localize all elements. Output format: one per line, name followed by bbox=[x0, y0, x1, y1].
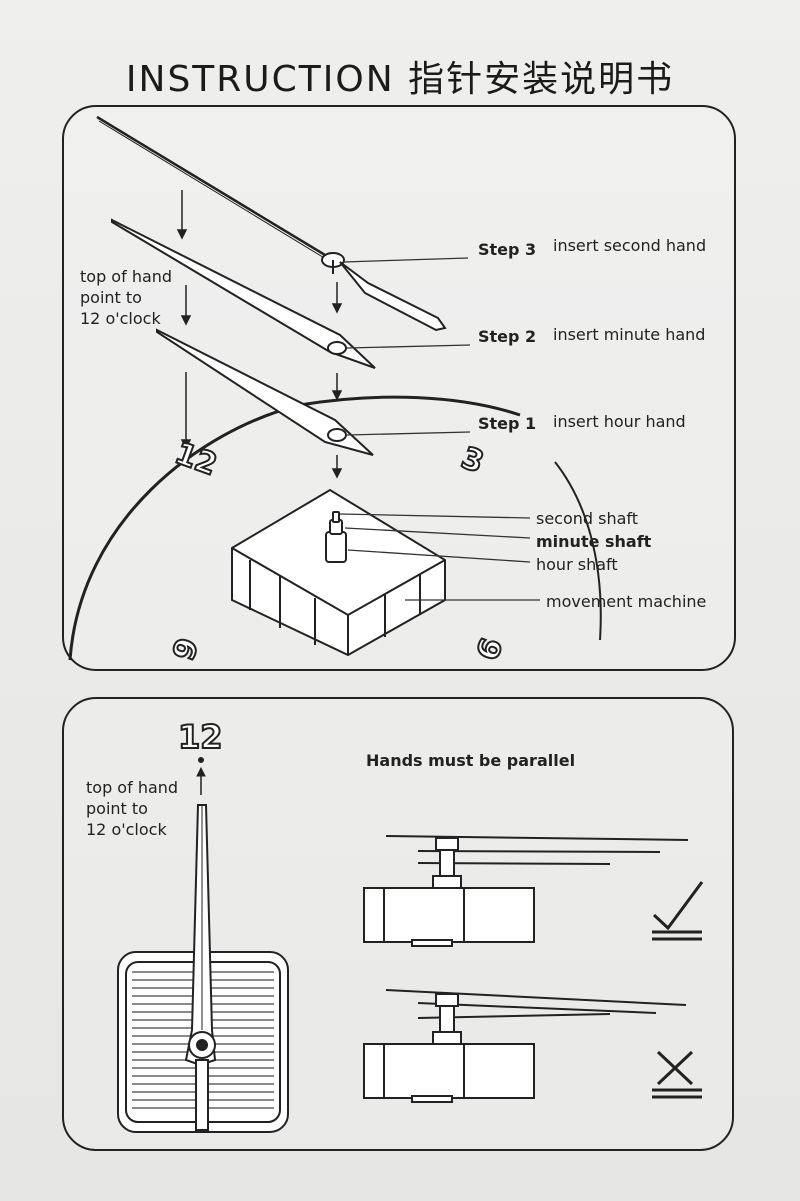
hour-hand-illustration bbox=[156, 328, 374, 456]
movement-machine-label: movement machine bbox=[546, 592, 707, 611]
hand-position-note: top of hand point to 12 o'clock bbox=[80, 266, 172, 329]
parallel-note: Hands must be parallel bbox=[366, 751, 576, 770]
aligned-hands bbox=[184, 804, 217, 1131]
minute-hand-illustration bbox=[111, 218, 376, 369]
step-1-text: insert hour hand bbox=[553, 412, 686, 431]
step-3-label: Step 3 bbox=[478, 240, 537, 259]
second-hand-illustration bbox=[96, 115, 447, 332]
wrong-side-view bbox=[363, 989, 687, 1103]
cross-mark-icon bbox=[652, 1050, 702, 1099]
hand-note-line: top of hand bbox=[86, 778, 179, 797]
shaft-leader-lines bbox=[339, 513, 540, 601]
hand-note-line: point to bbox=[80, 288, 142, 307]
step-leader-lines bbox=[342, 257, 471, 436]
hand-note-line: 12 o'clock bbox=[86, 820, 167, 839]
clock-dial-outline-right bbox=[554, 461, 602, 641]
step-3-text: insert second hand bbox=[553, 236, 707, 255]
hand-position-note-2: top of hand point to 12 o'clock bbox=[86, 777, 178, 840]
minute-shaft-label: minute shaft bbox=[536, 532, 652, 551]
step-1-label: Step 1 bbox=[478, 414, 537, 433]
hand-note-line: 12 o'clock bbox=[80, 309, 161, 328]
movement-machine-illustration bbox=[231, 488, 446, 657]
hand-note-line: point to bbox=[86, 799, 148, 818]
step-2-label: Step 2 bbox=[478, 327, 537, 346]
hour-shaft-label: hour shaft bbox=[536, 555, 618, 574]
twelve-oclock-marker: 12 bbox=[177, 717, 224, 757]
hand-note-line: top of hand bbox=[80, 267, 173, 286]
second-shaft-label: second shaft bbox=[536, 509, 639, 528]
page-title: INSTRUCTION 指针安装说明书 bbox=[125, 59, 675, 100]
correct-side-view bbox=[363, 835, 689, 947]
check-mark-icon bbox=[652, 881, 704, 941]
up-arrow-icon bbox=[196, 757, 206, 795]
step-2-text: insert minute hand bbox=[553, 325, 706, 344]
down-arrows bbox=[176, 190, 343, 479]
